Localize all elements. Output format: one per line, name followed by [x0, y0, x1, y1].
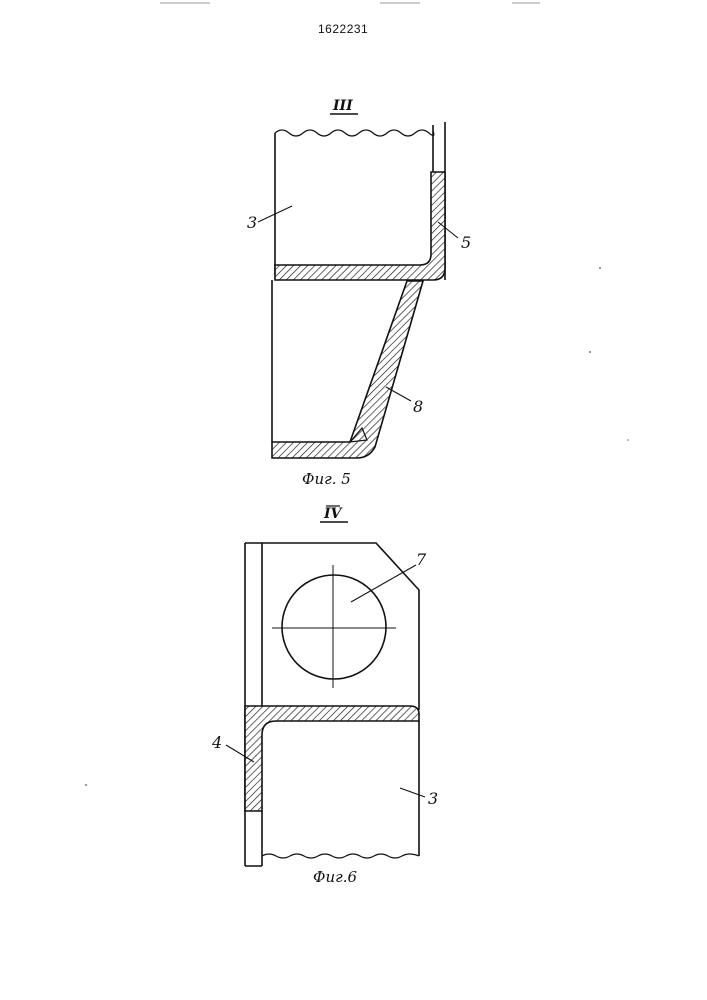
callout-7: 7	[416, 550, 427, 569]
plate-outline	[262, 543, 419, 710]
callout-5: 5	[461, 233, 471, 252]
bent-strip-8	[272, 281, 423, 458]
break-line-top	[275, 130, 434, 136]
callout-8: 8	[413, 397, 423, 416]
angle-profile-4	[245, 706, 419, 811]
callout-3-lower: 3	[428, 789, 438, 808]
figure-5-view-label: III	[332, 98, 353, 114]
figure-6-caption: Фиг.6	[313, 868, 357, 886]
figure-6: IV 7 4 3	[211, 506, 438, 886]
break-line-bottom	[262, 854, 419, 858]
leader-7	[351, 565, 416, 602]
figure-5-caption: Фиг. 5	[302, 470, 351, 488]
callout-3: 3	[247, 213, 257, 232]
callout-4: 4	[211, 733, 222, 752]
figure-5: III 3 5 8 Фиг. 5	[247, 98, 471, 488]
leader-3-lower	[400, 788, 425, 797]
figure-6-view-label: IV	[323, 506, 344, 522]
angle-profile-5	[275, 172, 445, 280]
